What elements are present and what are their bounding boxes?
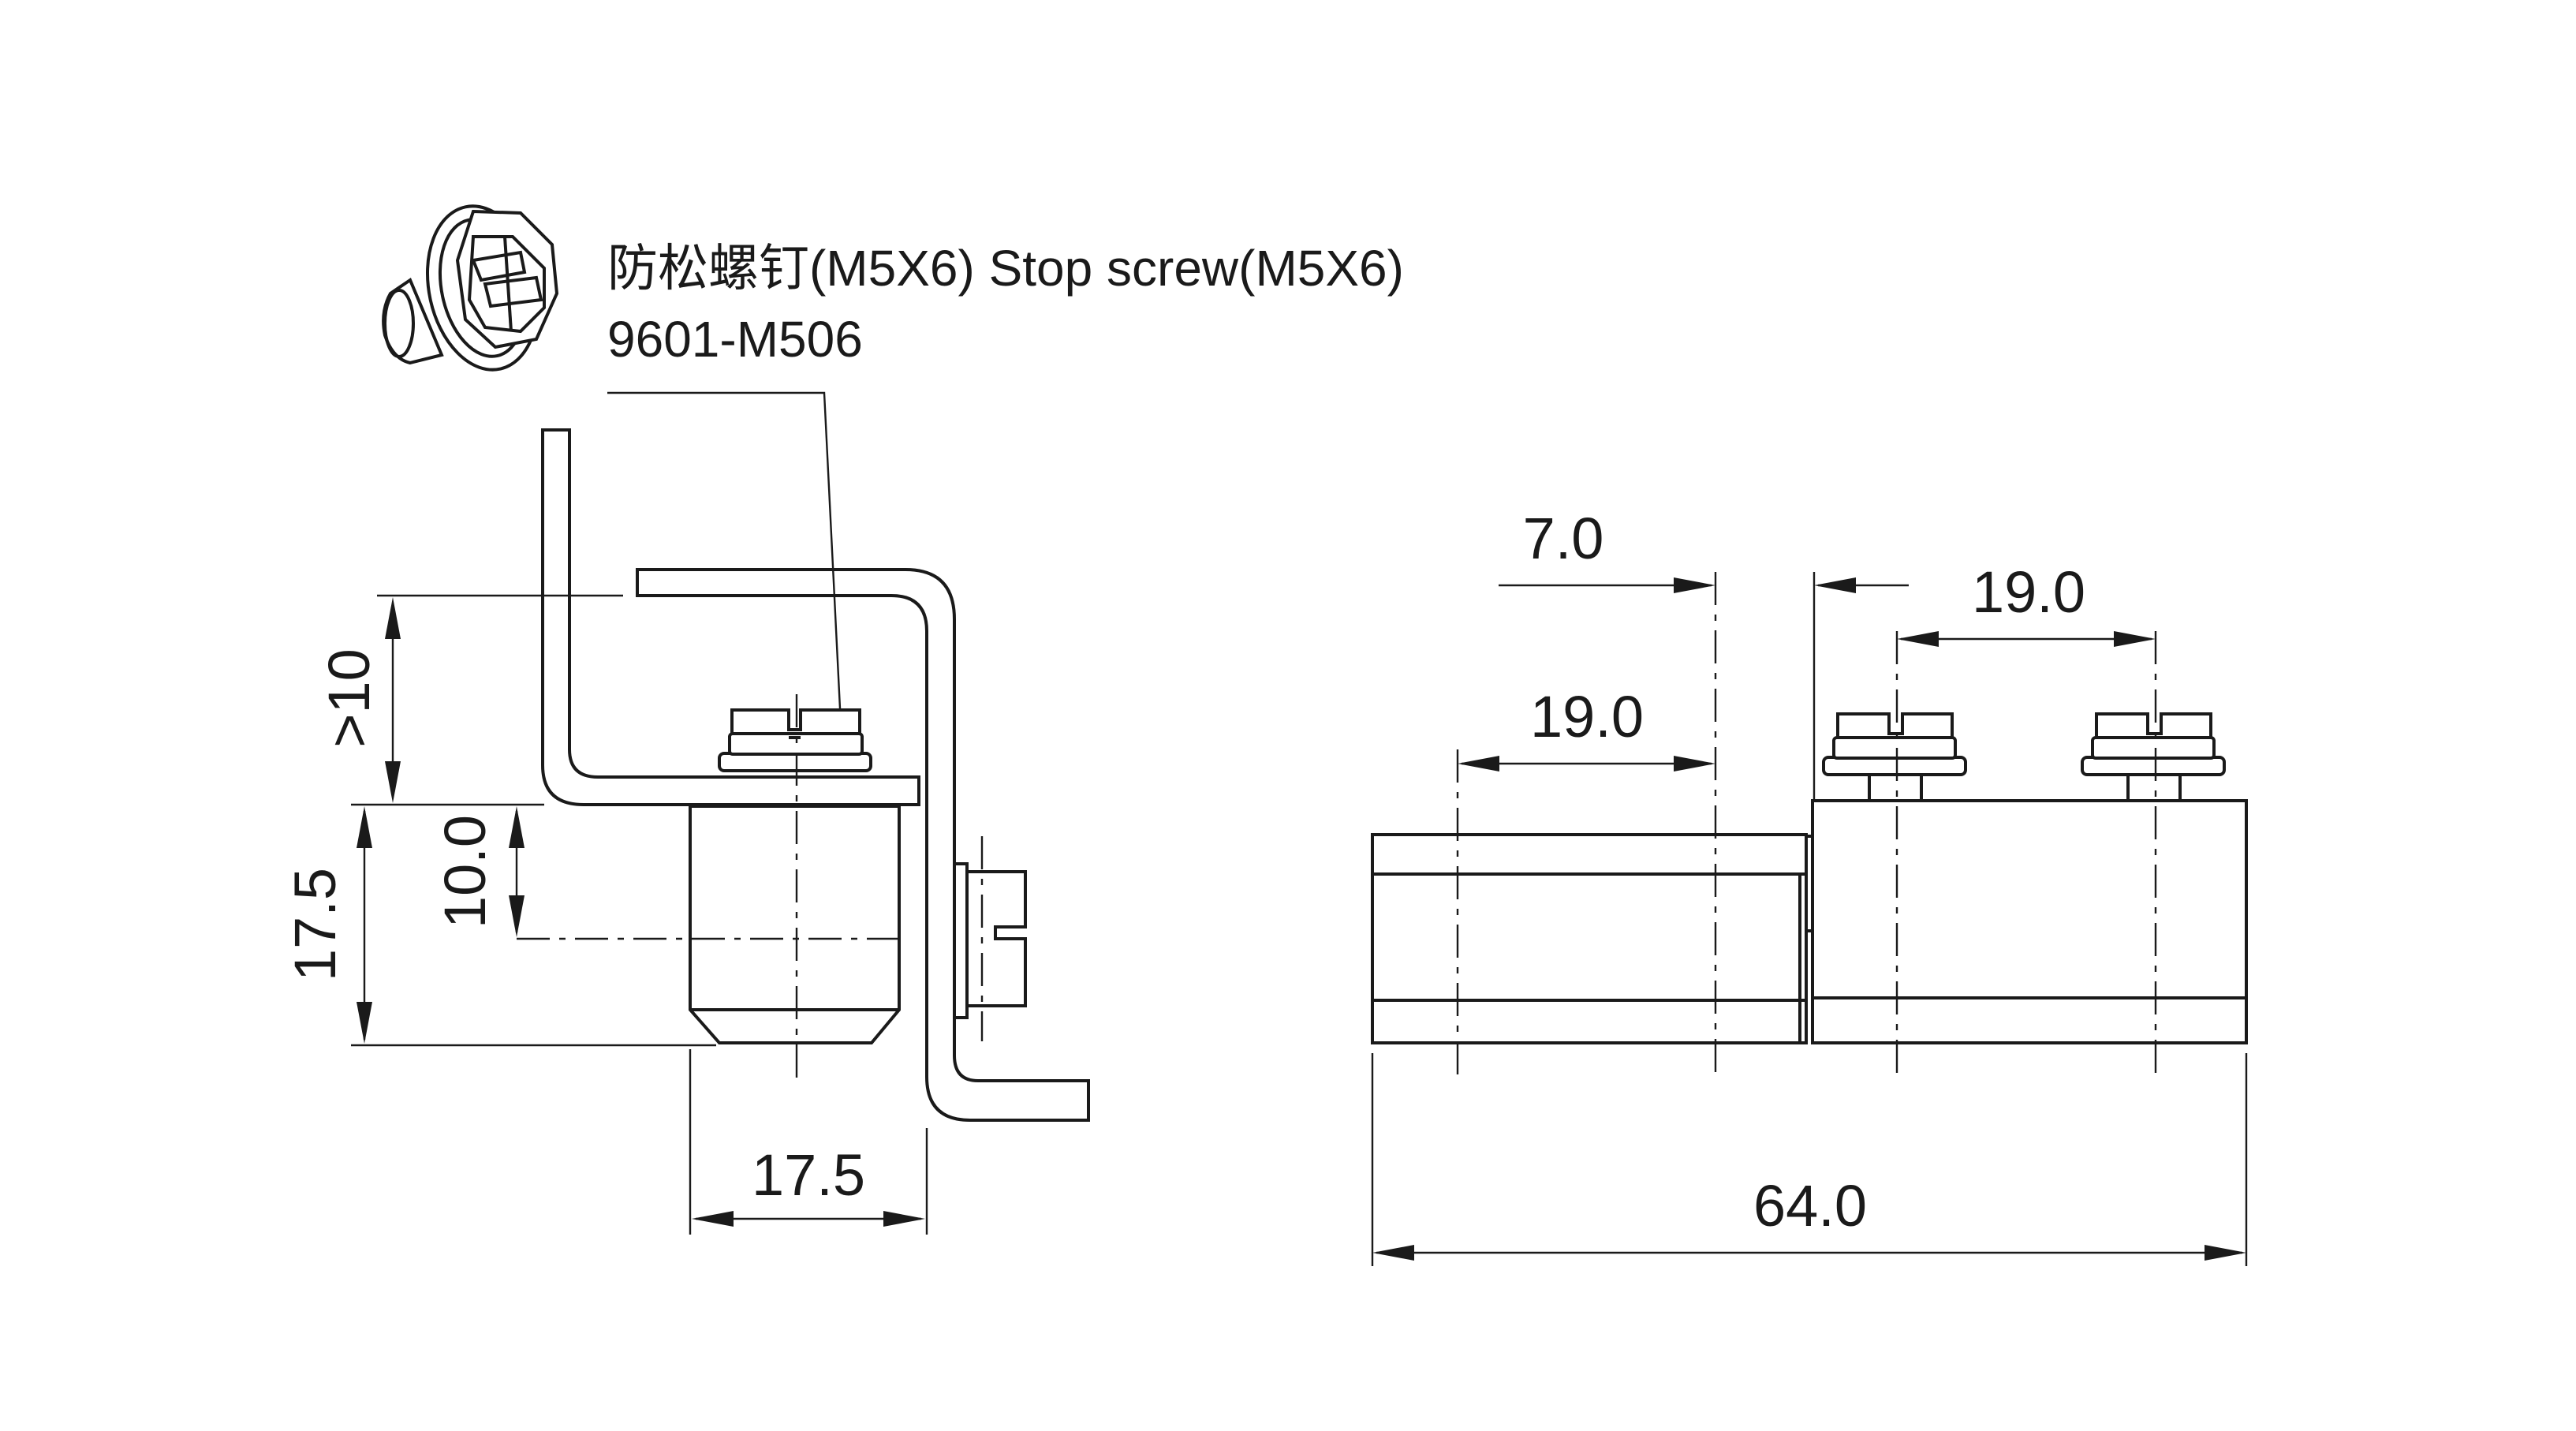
callout-part-number: 9601-M506 — [607, 311, 863, 368]
dim-gap-label: >10 — [316, 648, 382, 748]
dim-total-length-label: 64.0 — [1753, 1173, 1867, 1239]
dim-hole-spacing-label: 19.0 — [1972, 559, 2085, 625]
front-screw-left — [1822, 712, 1967, 801]
side-screw — [953, 862, 1027, 1019]
dim-height-offset-label: 10.0 — [432, 815, 498, 928]
front-view-dimensions — [1371, 572, 2248, 1266]
front-screw-right — [2081, 712, 2226, 801]
side-view — [517, 428, 1090, 1122]
right-block — [1811, 799, 2248, 1044]
dim-offset-label: 7.0 — [1523, 506, 1604, 571]
stop-screw-icon — [382, 204, 559, 372]
dim-width-label: 17.5 — [752, 1142, 865, 1208]
top-screw — [718, 708, 872, 772]
callout-title: 防松螺钉(M5X6) Stop screw(M5X6) — [607, 240, 1404, 297]
side-view-dimensions — [351, 594, 928, 1235]
front-view — [1371, 572, 2248, 1081]
dim-height-total-label: 17.5 — [282, 868, 348, 981]
cylinder-body — [689, 805, 901, 1044]
mounting-panel — [541, 428, 920, 806]
dim-left-distance-label: 19.0 — [1530, 684, 1644, 749]
left-block — [1371, 833, 1808, 1044]
l-bracket — [636, 568, 1090, 1122]
callout-leader — [607, 391, 843, 741]
